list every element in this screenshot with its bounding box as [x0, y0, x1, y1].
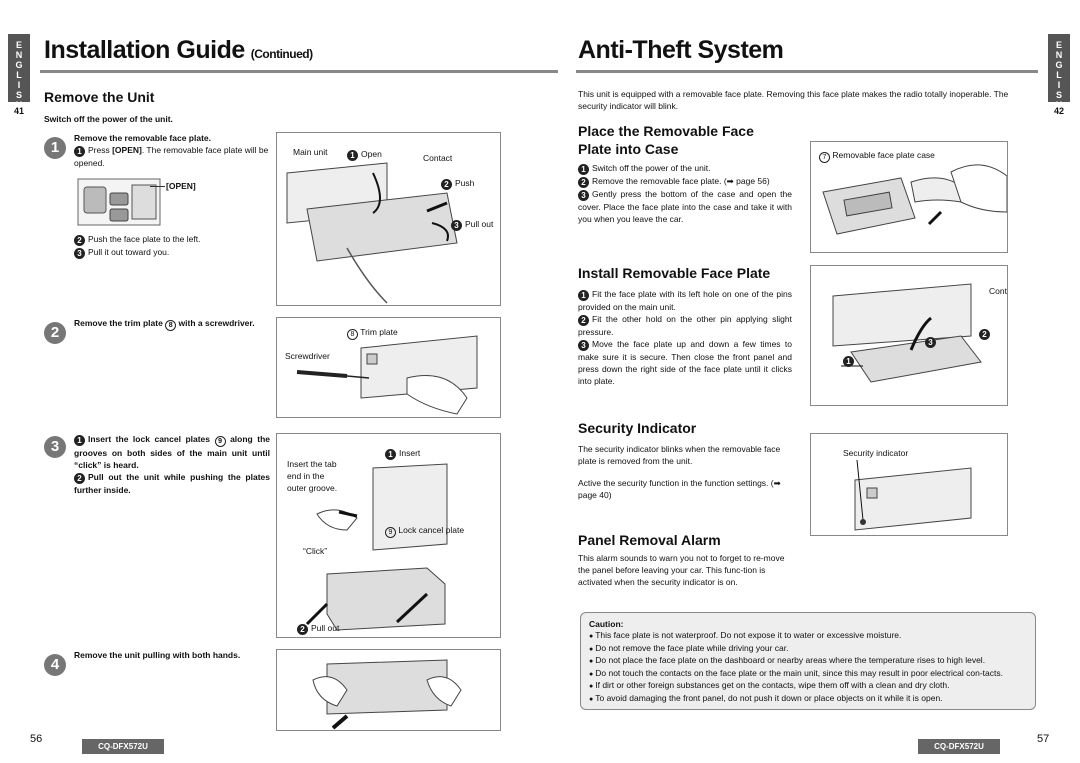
- open-button-callout: [OPEN]: [166, 181, 196, 191]
- alarm-text: This alarm sounds to warn you not to for…: [578, 553, 785, 587]
- section-number-left: 41: [8, 106, 30, 116]
- label-lock-cancel-plate: 9 Lock cancel plate: [385, 525, 464, 538]
- caution-list: This face plate is not waterproof. Do no…: [589, 630, 1027, 705]
- label-trim-plate: 8 Trim plate: [347, 327, 398, 340]
- label-screwdriver: Screwdriver: [285, 351, 330, 361]
- title-rule-right: [576, 70, 1038, 73]
- step-2-text: Remove the trim plate 8 with a screwdriv…: [74, 318, 255, 331]
- intro-text-left: Switch off the power of the unit.: [44, 114, 173, 124]
- figure-install-face-plate: Contact 1 2 3: [810, 265, 1008, 406]
- page-title-left: Installation Guide(Continued): [44, 36, 313, 64]
- model-label-left: CQ-DFX572U: [82, 739, 164, 754]
- heading-install-face-plate: Install Removable Face Plate: [578, 265, 771, 281]
- figure-face-plate-case: 7 Removable face plate case: [810, 141, 1008, 253]
- label-security-indicator: Security indicator: [843, 448, 909, 458]
- page-number-left: 56: [30, 733, 43, 745]
- step-4-text: Remove the unit pulling with both hands.: [74, 650, 241, 660]
- step-4-number: 4: [44, 654, 66, 676]
- caution-item: Do not remove the face plate while drivi…: [589, 643, 1027, 656]
- section-number-right: 42: [1048, 106, 1070, 116]
- caution-title: Caution:: [589, 619, 624, 629]
- caution-item: If dirt or other foreign substances get …: [589, 680, 1027, 693]
- figure-trim-plate: 8 Trim plate Screwdriver: [276, 317, 501, 418]
- caution-item: This face plate is not waterproof. Do no…: [589, 630, 1027, 643]
- callout-line: [150, 186, 165, 187]
- radio-faceplate-illustration: [74, 173, 164, 231]
- caution-item: To avoid damaging the front panel, do no…: [589, 693, 1027, 706]
- step-2-number: 2: [44, 322, 66, 344]
- page-title-right: Anti-Theft System: [578, 36, 784, 64]
- security-text: The security indicator blinks when the r…: [578, 444, 781, 500]
- step-1-number: 1: [44, 137, 66, 159]
- heading-remove-unit: Remove the Unit: [44, 89, 155, 105]
- label-click: “Click”: [303, 546, 328, 556]
- heading-security-indicator: Security Indicator: [578, 420, 697, 436]
- step-a-icon: 1: [74, 146, 85, 157]
- caution-box: Caution: This face plate is not waterpro…: [580, 612, 1036, 710]
- label-install-step-2: 2: [979, 328, 993, 340]
- intro-text-right: This unit is equipped with a removable f…: [578, 89, 1009, 111]
- figure-security-indicator: Security indicator: [810, 433, 1008, 536]
- title-rule-left: [40, 70, 558, 73]
- label-face-plate-case: 7 Removable face plate case: [819, 150, 935, 163]
- figure-pull-unit: [276, 649, 501, 731]
- caution-item: Do not touch the contacts on the face pl…: [589, 668, 1027, 681]
- model-label-right: CQ-DFX572U: [918, 739, 1000, 754]
- label-install-step-3: 3: [925, 336, 939, 348]
- caution-item: Do not place the face plate on the dashb…: [589, 655, 1027, 668]
- heading-panel-removal-alarm: Panel Removal Alarm: [578, 532, 721, 548]
- label-contact: Contact: [423, 153, 453, 163]
- page-number-right: 57: [1037, 733, 1050, 745]
- label-install-contact: Contact: [989, 286, 1007, 296]
- label-main-unit: Main unit: [293, 147, 328, 157]
- label-install-step-1: 1: [843, 355, 857, 367]
- label-insert-tab: Insert the tab end in the outer groove.: [287, 459, 338, 493]
- step-3-number: 3: [44, 436, 66, 458]
